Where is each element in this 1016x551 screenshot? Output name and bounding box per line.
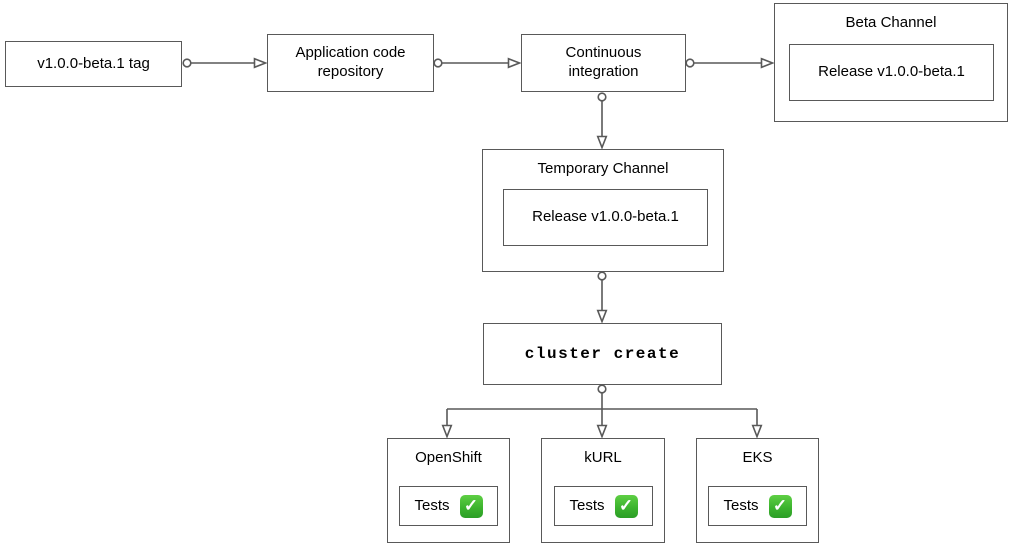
check-mark-glyph: ✓ (463, 495, 479, 515)
node-openshift-tests: Tests ✓ (399, 486, 498, 526)
tests-passed-check-icon: ✓ (768, 494, 792, 518)
connector-temp-channel-to-cluster-create (596, 271, 608, 324)
eks-tests-label: Tests (723, 496, 759, 514)
node-application-code-repository: Application code repository (267, 34, 434, 92)
node-eks-tests: Tests ✓ (708, 486, 807, 526)
node-cluster-create: cluster create (483, 323, 722, 385)
kurl-title: kURL (584, 449, 622, 466)
node-beta-channel-release: Release v1.0.0-beta.1 (789, 44, 994, 101)
node-kurl-tests: Tests ✓ (554, 486, 653, 526)
temporary-channel-title: Temporary Channel (537, 160, 669, 177)
node-eks: EKS Tests ✓ (696, 438, 819, 543)
node-temporary-channel: Temporary Channel Release v1.0.0-beta.1 (482, 149, 724, 272)
check-mark-glyph: ✓ (772, 495, 788, 515)
node-application-code-repository-label: Application code repository (295, 44, 406, 80)
tests-passed-check-icon: ✓ (614, 494, 638, 518)
connector-tag-to-repo (182, 57, 268, 69)
node-version-tag: v1.0.0-beta.1 tag (5, 41, 182, 87)
kurl-tests-label: Tests (569, 496, 605, 514)
check-mark-glyph: ✓ (618, 495, 634, 515)
connector-ci-to-beta-channel (685, 57, 775, 69)
node-temporary-channel-release: Release v1.0.0-beta.1 (503, 189, 708, 246)
node-kurl: kURL Tests ✓ (541, 438, 665, 543)
tests-passed-check-icon: ✓ (459, 494, 483, 518)
connector-ci-to-temp-channel (596, 92, 608, 150)
connector-cluster-create-to-distributions (441, 384, 763, 439)
beta-channel-title: Beta Channel (845, 14, 937, 31)
temporary-channel-release-label: Release v1.0.0-beta.1 (532, 208, 679, 226)
node-continuous-integration-label: Continuous integration (565, 44, 642, 80)
node-continuous-integration: Continuous integration (521, 34, 686, 92)
node-version-tag-label: v1.0.0-beta.1 tag (37, 54, 150, 72)
connector-repo-to-ci (433, 57, 522, 69)
openshift-title: OpenShift (415, 449, 482, 466)
eks-title: EKS (742, 449, 773, 466)
cluster-create-label: cluster create (524, 345, 681, 363)
openshift-tests-label: Tests (414, 496, 450, 514)
node-openshift: OpenShift Tests ✓ (387, 438, 510, 543)
node-beta-channel: Beta Channel Release v1.0.0-beta.1 (774, 3, 1008, 122)
beta-channel-release-label: Release v1.0.0-beta.1 (818, 63, 965, 81)
